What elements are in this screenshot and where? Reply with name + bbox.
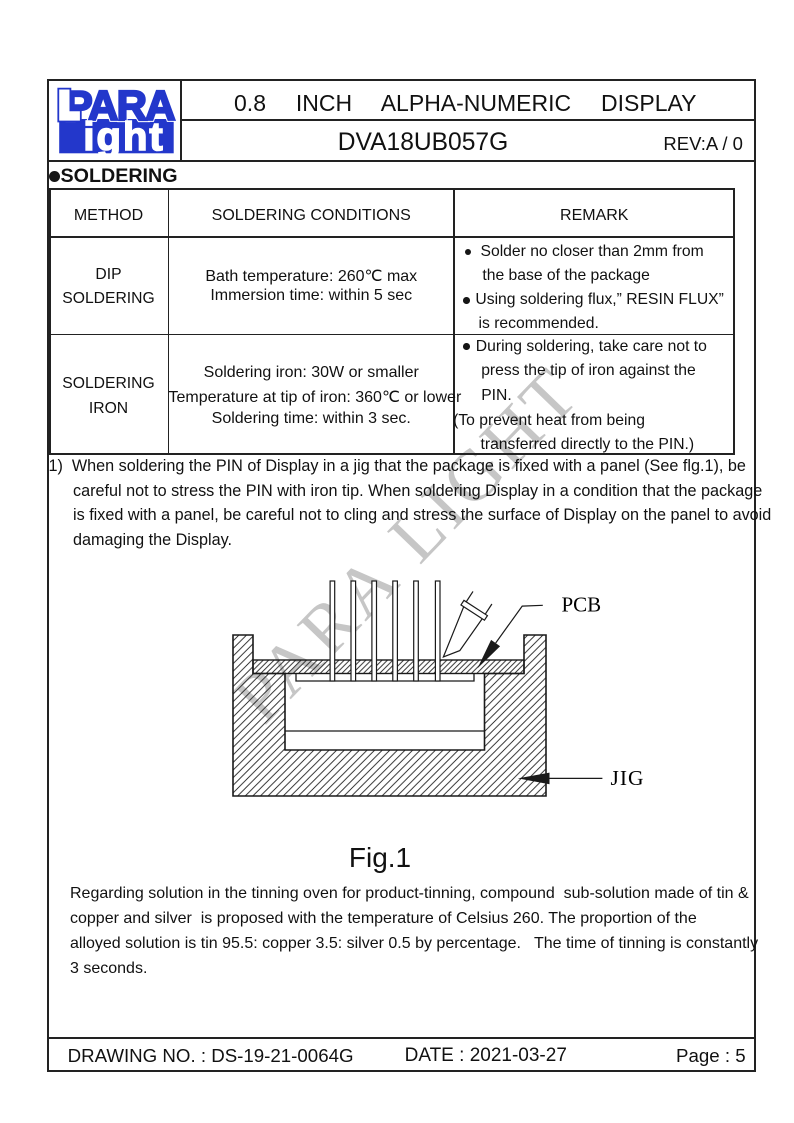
svg-text:PARA: PARA xyxy=(64,82,174,129)
svg-text:PCB: PCB xyxy=(562,593,602,617)
svg-text:ight: ight xyxy=(83,115,164,159)
svg-text:PARA: PARA xyxy=(64,82,174,129)
svg-text:JIG: JIG xyxy=(611,766,645,790)
